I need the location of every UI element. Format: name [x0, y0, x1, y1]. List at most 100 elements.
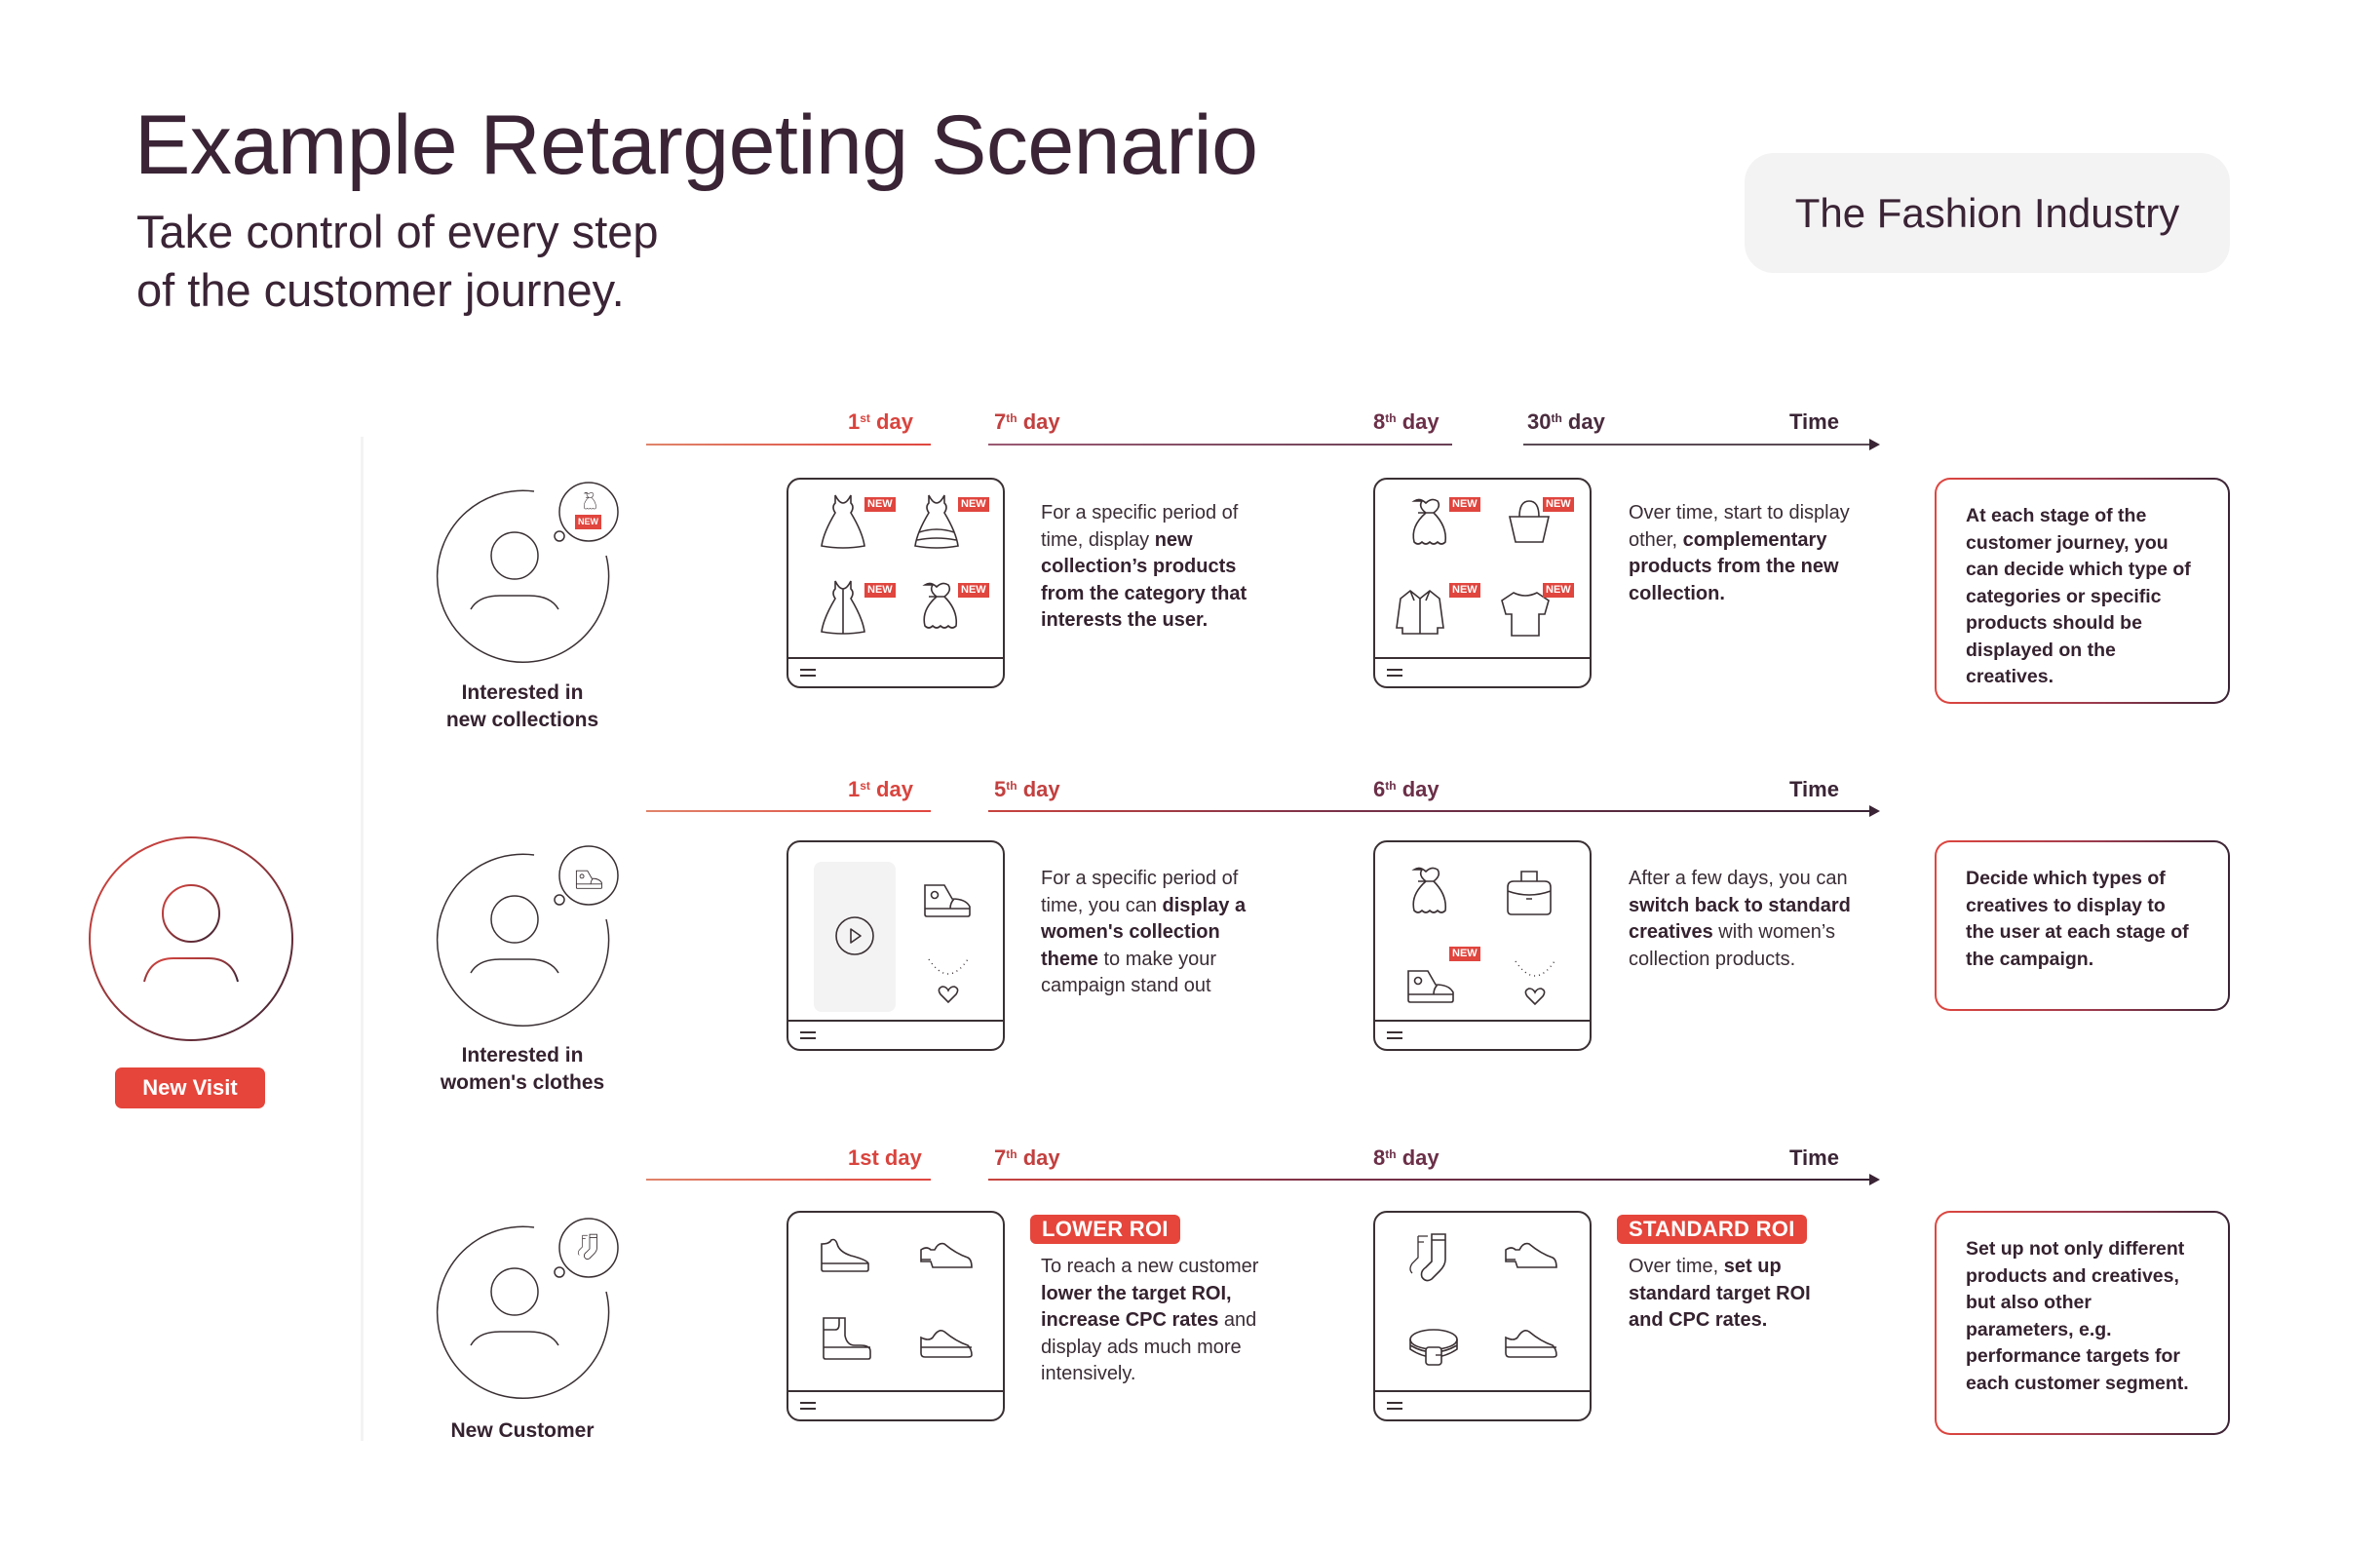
page-title: Example Retargeting Scenario [134, 98, 1258, 192]
persona-label-line: New Customer [450, 1419, 595, 1442]
new-tag: NEW [1543, 583, 1574, 598]
thought-dress-icon [578, 490, 599, 512]
tip-note: Decide which types of creatives to displ… [1935, 840, 2230, 1011]
timeline-label: 8th day [1373, 1145, 1440, 1170]
ad-creative-preview: NEW NEW NEW NEW [787, 478, 1005, 688]
heart-necklace-icon [1506, 953, 1564, 1012]
tip-note: At each stage of the customer journey, y… [1935, 478, 2230, 704]
creative-footer [788, 1390, 1003, 1419]
timeline-label: 5th day [994, 777, 1060, 801]
timeline-segment [988, 1179, 1869, 1181]
tip-note-text: Set up not only different products and c… [1937, 1213, 2228, 1433]
ankle-boot-icon [816, 1310, 874, 1369]
timeline-label: 30th day [1527, 409, 1605, 434]
new-tag: NEW [1449, 583, 1480, 598]
play-icon[interactable] [835, 916, 874, 955]
timeline-label: 6th day [1373, 777, 1440, 801]
sneaker-icon [1402, 953, 1461, 1012]
split-dress-icon [814, 577, 872, 636]
vertical-divider [361, 437, 364, 1441]
new-tag: NEW [1449, 947, 1480, 961]
new-tag: NEW [1543, 497, 1574, 512]
sweetheart-dress-icon [907, 577, 966, 636]
timeline-label: 8th day [1373, 409, 1440, 434]
jacket-icon [1391, 583, 1449, 641]
step-description: Over time, set up standard target ROI an… [1629, 1256, 1811, 1331]
page-subtitle: Take control of every step of the custom… [136, 203, 659, 320]
oxford-shoe-icon [1502, 1224, 1560, 1283]
new-tag: NEW [864, 497, 896, 512]
handbag-icon [1500, 864, 1558, 922]
menu-icon [1387, 1402, 1402, 1410]
roi-badge-standard: STANDARD ROI [1617, 1215, 1807, 1244]
step-description: Over time, start to display other, compl… [1629, 502, 1850, 604]
ad-creative-preview: NEW [1373, 840, 1592, 1051]
new-tag: NEW [958, 497, 989, 512]
sweetheart-dress-icon [1397, 862, 1455, 920]
timeline-arrow-icon [1869, 439, 1880, 450]
dress-icon [814, 491, 872, 550]
step-description: For a specific period of time, display n… [1041, 502, 1248, 631]
industry-badge: The Fashion Industry [1745, 153, 2230, 273]
step-description: To reach a new customer lower the target… [1041, 1256, 1259, 1384]
persona-icon-user [427, 1214, 622, 1409]
new-tag: NEW [958, 583, 989, 598]
timeline-end-label: Time [1789, 1145, 1839, 1170]
belt-icon [1404, 1314, 1463, 1373]
step-description: After a few days, you can switch back to… [1629, 868, 1851, 970]
timeline-label: 1st day [848, 1145, 922, 1170]
persona-label-line: new collections [445, 709, 599, 731]
creative-footer [1375, 1390, 1590, 1419]
roi-badge-lower: LOWER ROI [1030, 1215, 1180, 1244]
persona-label: New Customer [396, 1417, 649, 1445]
menu-icon [800, 1031, 816, 1039]
timeline-segment [1523, 444, 1874, 446]
timeline-label: 1st day [848, 409, 913, 434]
new-tag: NEW [1449, 497, 1480, 512]
ad-creative-preview [787, 1211, 1005, 1421]
new-visit-button[interactable]: New Visit [115, 1067, 265, 1108]
timeline-end-label: Time [1789, 409, 1839, 434]
oxford-shoe-icon [917, 1224, 976, 1283]
loafer-icon [917, 1310, 976, 1369]
menu-icon [1387, 1031, 1402, 1039]
tip-note: Set up not only different products and c… [1935, 1211, 2230, 1435]
timeline-end-label: Time [1789, 777, 1839, 801]
timeline-segment [646, 1179, 931, 1181]
thought-socks-icon [574, 1231, 605, 1262]
loafer-icon [1502, 1310, 1560, 1369]
new-tag: NEW [864, 583, 896, 598]
persona-icon-user [427, 841, 622, 1036]
creative-footer [788, 1020, 1003, 1049]
sneaker-icon [919, 868, 978, 926]
timeline-segment [988, 444, 1452, 446]
persona-label-line: Interested in [461, 1044, 584, 1067]
subtitle-line-2: of the customer journey. [136, 264, 625, 316]
tiered-dress-icon [907, 491, 966, 550]
tip-note-text: Decide which types of creatives to displ… [1937, 842, 2228, 1009]
menu-icon [800, 1402, 816, 1410]
menu-icon [800, 669, 816, 677]
timeline-arrow-icon [1869, 805, 1880, 817]
new-visit-user-icon [88, 835, 294, 1042]
timeline-label: 7th day [994, 1145, 1060, 1170]
timeline-segment [646, 810, 931, 812]
sweetheart-dress-icon [1397, 493, 1455, 552]
timeline-arrow-icon [1869, 1174, 1880, 1185]
socks-icon [1402, 1228, 1461, 1287]
timeline-segment [988, 810, 1869, 812]
step-description: For a specific period of time, you can d… [1041, 868, 1247, 996]
heart-necklace-icon [919, 951, 978, 1010]
persona-label-line: women's clothes [440, 1071, 605, 1094]
persona-icon-user: NEW [427, 478, 622, 673]
ad-creative-preview: NEW NEW NEW NEW [1373, 478, 1592, 688]
ad-creative-preview [1373, 1211, 1592, 1421]
persona-label: Interested in women's clothes [396, 1042, 649, 1097]
creative-footer [1375, 1020, 1590, 1049]
persona-label-line: Interested in [461, 681, 584, 704]
video-placeholder [814, 862, 896, 1012]
timeline-label: 7th day [994, 409, 1060, 434]
creative-footer [788, 657, 1003, 686]
ad-creative-preview [787, 840, 1005, 1051]
menu-icon [1387, 669, 1402, 677]
